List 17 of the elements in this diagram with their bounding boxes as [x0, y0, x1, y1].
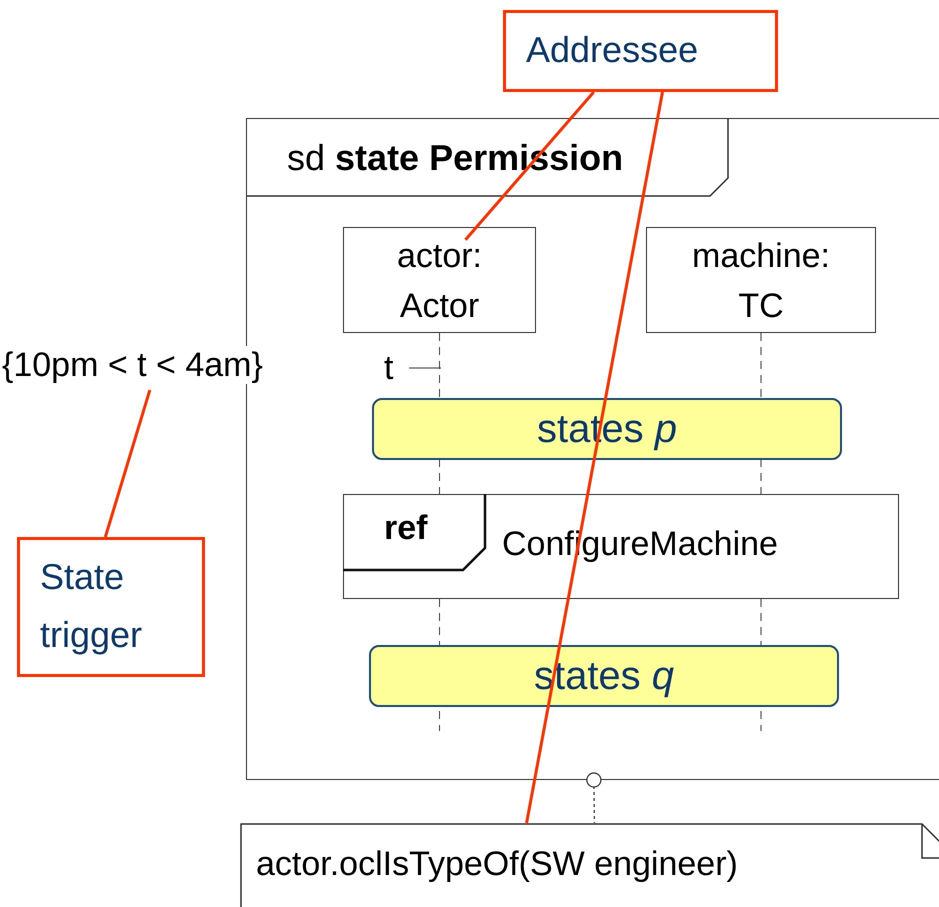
leader-line — [104, 390, 152, 538]
lifeline-label: machine: TC — [692, 236, 830, 327]
constraint-text: {10pm < t < 4am} — [2, 346, 263, 384]
state-invariant-box — [372, 398, 842, 460]
state-invariant-box — [369, 645, 839, 707]
callout-box — [503, 10, 778, 92]
time-label: t — [384, 348, 394, 389]
lifeline-head — [646, 227, 876, 333]
callout-text: Addressee — [526, 29, 698, 70]
lifeline-head — [343, 227, 536, 333]
note-text: actor.oclIsTypeOf(SW engineer) — [256, 845, 738, 884]
callout-box — [17, 537, 205, 677]
note-box — [240, 823, 939, 907]
callout-text: State trigger — [40, 556, 142, 655]
ref-tag: ref — [384, 509, 428, 548]
connector — [586, 772, 602, 823]
leader-line — [525, 92, 664, 824]
